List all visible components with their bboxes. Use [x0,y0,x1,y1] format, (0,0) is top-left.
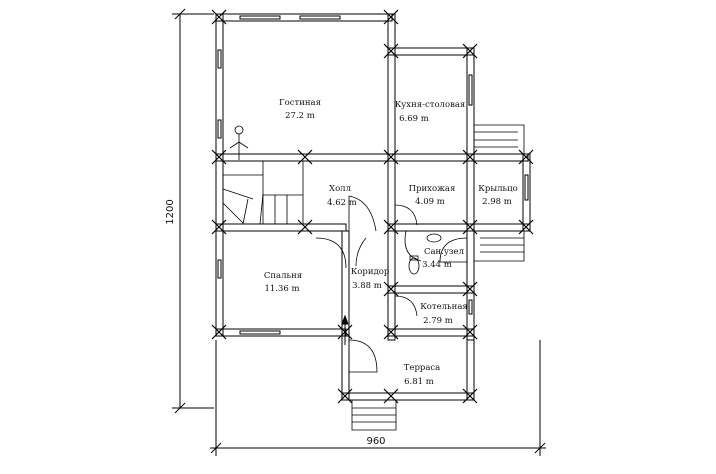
room-name-porch: Крыльцо [478,184,517,194]
room-area-terrace: 6.81 m [404,377,434,387]
dimension-line-width [210,340,546,456]
stairs [222,125,304,225]
porch-steps [351,124,525,431]
dimension-height-label: 1200 [165,199,176,224]
room-name-kitchen: Кухня-столовая [395,100,466,110]
room-name-bedroom: Спальня [264,271,302,281]
room-area-boiler: 2.79 m [423,316,453,326]
room-area-kitchen: 6.69 m [399,114,429,124]
room-labels: Гостиная 27.2 m Кухня-столовая 6.69 m Хо… [264,98,518,387]
wall-corners [211,9,534,404]
room-name-terrace: Терраса [404,363,440,373]
room-name-hallway: Прихожая [409,184,456,194]
room-area-hallway: 4.09 m [415,197,445,207]
windows [217,15,529,335]
room-area-corridor: 3.88 m [352,281,382,291]
room-area-porch: 2.98 m [482,197,512,207]
room-area-living: 27.2 m [285,111,315,121]
dimension-width-label: 960 [366,436,385,447]
room-area-bathroom: 3.44 m [422,260,452,270]
room-name-corridor: Коридор [351,267,390,277]
room-area-hall: 4.62 m [327,198,357,208]
room-name-hall: Холл [329,184,352,194]
doors [315,195,422,373]
room-area-bedroom: 11.36 m [264,284,299,294]
entrance-arrow [341,314,349,345]
room-name-living: Гостиная [279,98,321,108]
dimension-line-height [172,8,214,414]
sanitary-fixtures [408,233,468,275]
room-name-boiler: Котельная [420,302,468,312]
walls [215,13,531,401]
room-name-bathroom: Сан.узел [424,247,465,257]
